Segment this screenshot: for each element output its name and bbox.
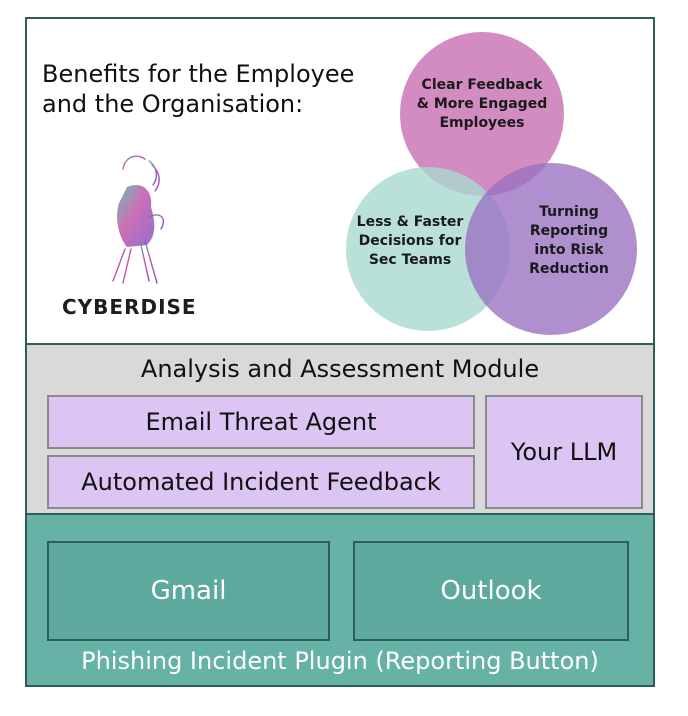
analysis-module-section: Analysis and Assessment Module Email Thr… (27, 343, 653, 515)
phishing-plugin-section: Gmail Outlook Phishing Incident Plugin (… (27, 515, 653, 685)
outlook-box: Outlook (353, 541, 629, 641)
analysis-module-title: Analysis and Assessment Module (140, 355, 540, 383)
venn-right-line2: Reporting (530, 223, 608, 239)
venn-circle-left (346, 167, 510, 331)
benefits-heading: Benefits for the Employee and the Organi… (42, 59, 402, 119)
venn-top-line1: Clear Feedback (422, 77, 544, 93)
benefits-section: Benefits for the Employee and the Organi… (27, 19, 653, 343)
gmail-box: Gmail (47, 541, 330, 641)
logo-text: CYBERDISE (62, 295, 197, 319)
venn-right-line4: Reduction (529, 261, 609, 277)
venn-right-line3: into Risk (534, 242, 604, 258)
venn-circle-right (465, 163, 637, 335)
venn-left-line2: Decisions for (359, 233, 462, 249)
your-llm-box: Your LLM (485, 395, 643, 509)
venn-right-line1: Turning (539, 204, 599, 220)
venn-top-line3: Employees (439, 115, 524, 131)
venn-top-line2: & More Engaged (417, 96, 547, 112)
phishing-plugin-label: Phishing Incident Plugin (Reporting Butt… (81, 647, 599, 675)
venn-circle-top (400, 32, 564, 196)
automated-incident-feedback-box: Automated Incident Feedback (47, 455, 475, 509)
email-threat-agent-box: Email Threat Agent (47, 395, 475, 449)
venn-left-line3: Sec Teams (369, 252, 451, 268)
benefits-heading-line1: Benefits for the Employee (42, 60, 355, 88)
diagram-frame: Benefits for the Employee and the Organi… (25, 17, 655, 687)
benefits-venn-diagram: Clear Feedback & More Engaged Employees … (346, 32, 637, 335)
benefits-heading-line2: and the Organisation: (42, 90, 304, 118)
venn-left-line1: Less & Faster (357, 214, 464, 230)
ibex-logo-icon (86, 155, 178, 289)
